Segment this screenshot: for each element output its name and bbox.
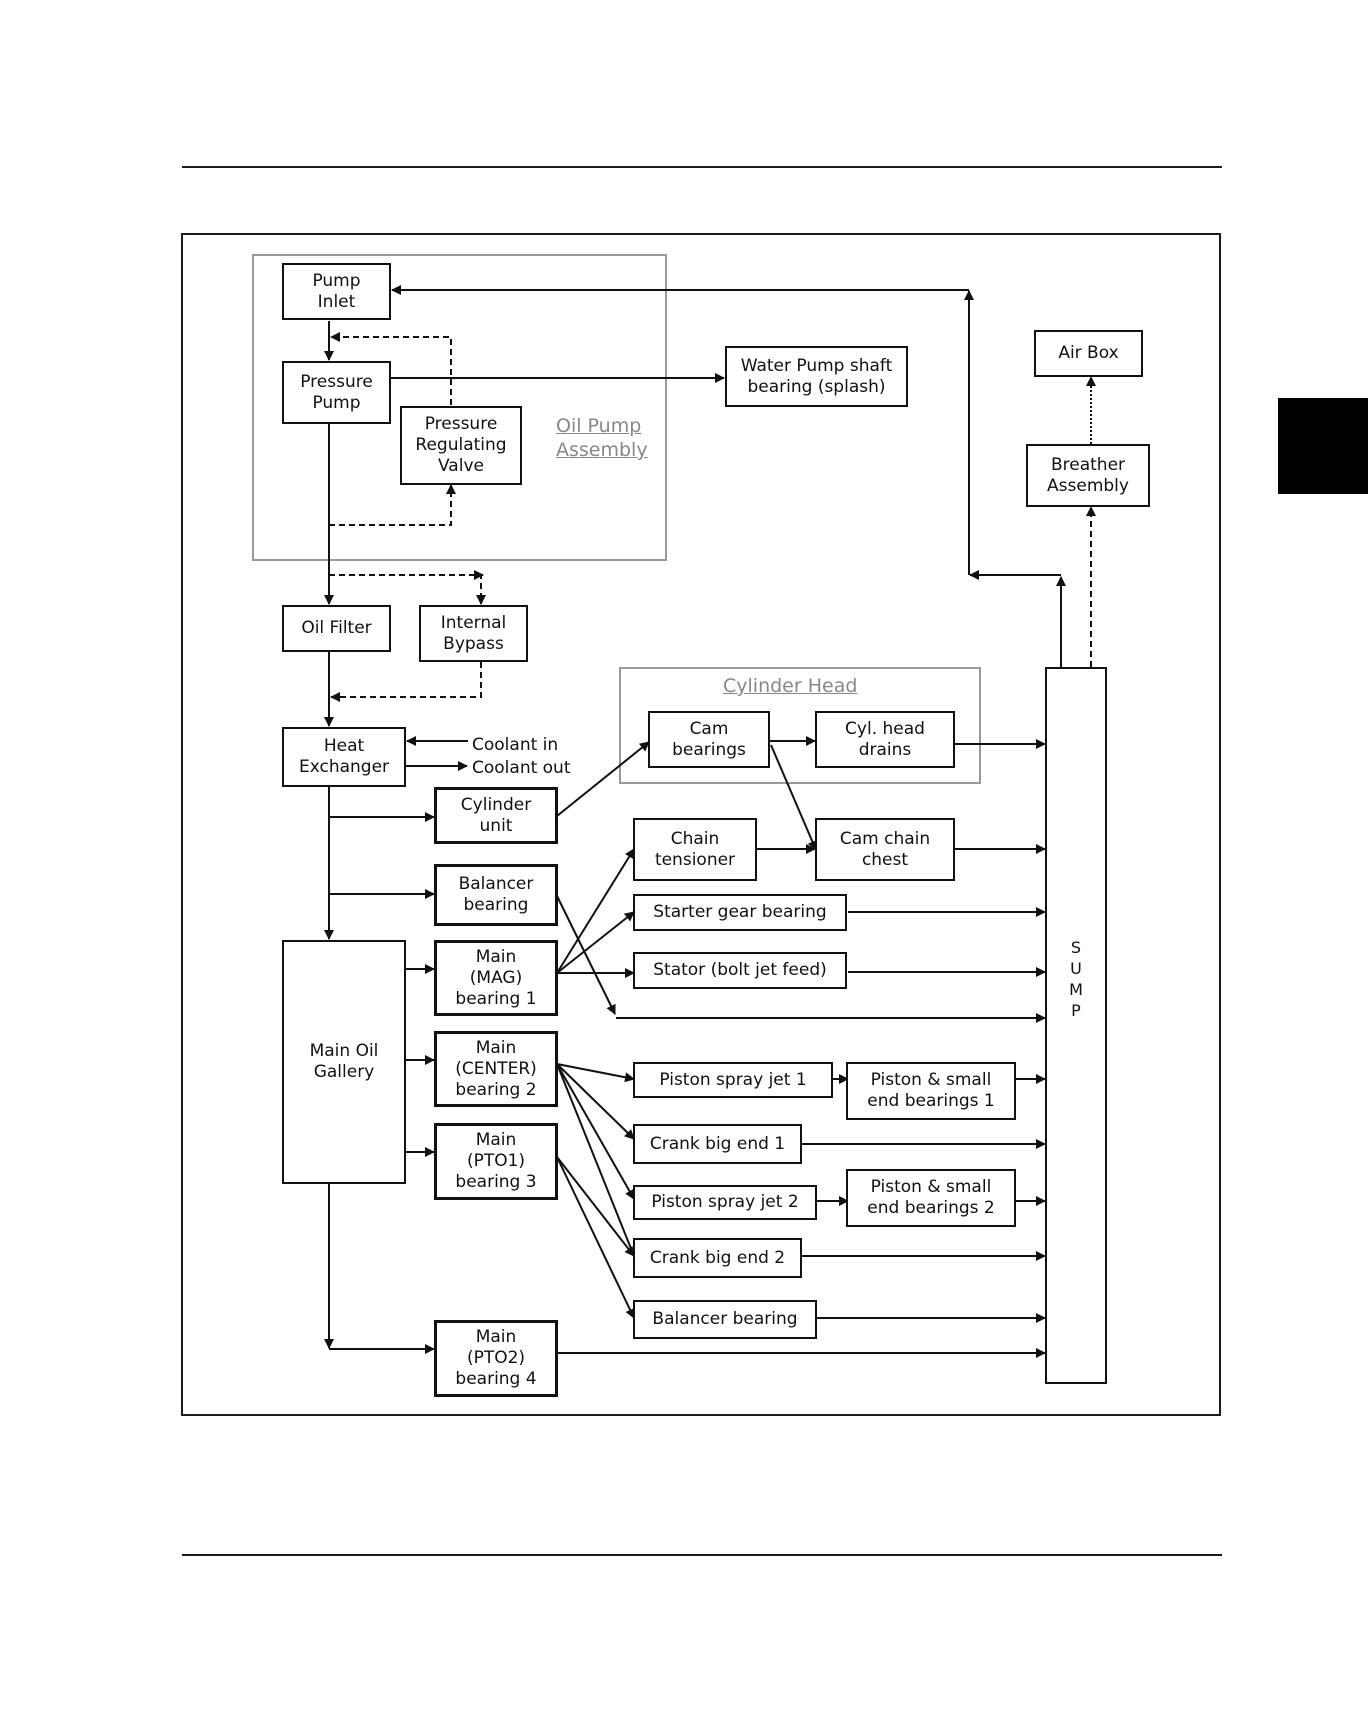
- sump-label: S U M P: [1069, 938, 1083, 1020]
- diagram-frame: [181, 233, 1221, 1416]
- starter-gear-bearing-box: Starter gear bearing: [633, 894, 847, 931]
- balancer-bearing-bottom-box: Balancer bearing: [633, 1300, 817, 1339]
- pressure-regulating-valve-box: Pressure Regulating Valve: [400, 406, 522, 485]
- balancer-bearing-top-box: Balancer bearing: [434, 864, 558, 926]
- piston-spray-jet-1-box: Piston spray jet 1: [633, 1062, 833, 1098]
- sump-box: [1045, 667, 1107, 1384]
- cam-bearings-box: Cam bearings: [648, 711, 770, 768]
- piston-spray-jet-2-box: Piston spray jet 2: [633, 1185, 817, 1220]
- main-oil-gallery-box: Main Oil Gallery: [282, 940, 406, 1184]
- breather-assembly-box: Breather Assembly: [1026, 444, 1150, 507]
- crank-big-end-2-box: Crank big end 2: [633, 1238, 802, 1278]
- section-tab: [1278, 398, 1368, 494]
- pressure-pump-box: Pressure Pump: [282, 361, 391, 424]
- coolant-in-label: Coolant in: [472, 735, 559, 755]
- chain-tensioner-box: Chain tensioner: [633, 818, 757, 881]
- heat-exchanger-box: Heat Exchanger: [282, 727, 406, 787]
- main-pto1-bearing-box: Main (PTO1) bearing 3: [434, 1123, 558, 1200]
- oil-pump-assembly-label: Oil Pump Assembly: [556, 415, 648, 461]
- cylinder-unit-box: Cylinder unit: [434, 787, 558, 844]
- air-box: Air Box: [1034, 330, 1143, 377]
- oil-pump-assembly-group: [252, 254, 667, 561]
- footer-rule: [182, 1554, 1222, 1556]
- coolant-out-label: Coolant out: [472, 758, 571, 778]
- cyl-head-drains-box: Cyl. head drains: [815, 711, 955, 768]
- oil-filter-box: Oil Filter: [282, 605, 391, 652]
- main-center-bearing-box: Main (CENTER) bearing 2: [434, 1031, 558, 1107]
- header-rule: [182, 166, 1222, 168]
- water-pump-shaft-box: Water Pump shaft bearing (splash): [725, 346, 908, 407]
- crank-big-end-1-box: Crank big end 1: [633, 1124, 802, 1164]
- cylinder-head-group: [619, 667, 981, 784]
- main-pto2-bearing-box: Main (PTO2) bearing 4: [434, 1320, 558, 1397]
- pump-inlet-box: Pump Inlet: [282, 263, 391, 320]
- cam-chain-chest-box: Cam chain chest: [815, 818, 955, 881]
- piston-small-end-1-box: Piston & small end bearings 1: [846, 1062, 1016, 1120]
- cylinder-head-label: Cylinder Head: [723, 675, 858, 697]
- piston-small-end-2-box: Piston & small end bearings 2: [846, 1169, 1016, 1227]
- stator-box: Stator (bolt jet feed): [633, 952, 847, 989]
- main-mag-bearing-box: Main (MAG) bearing 1: [434, 940, 558, 1016]
- internal-bypass-box: Internal Bypass: [419, 605, 528, 662]
